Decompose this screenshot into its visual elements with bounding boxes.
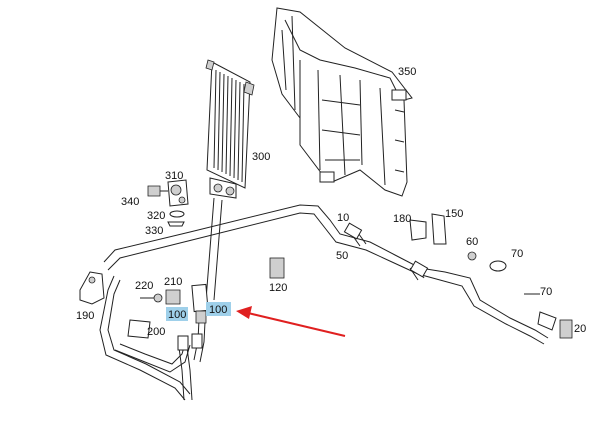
hose-fittings <box>177 222 429 351</box>
part-label-100-left: 100 <box>168 309 186 321</box>
clips-brackets <box>79 213 573 339</box>
part-label-310: 310 <box>165 170 183 182</box>
part-labels: 350 300 310 340 320 330 10 180 150 50 60… <box>76 66 586 338</box>
part-label-190: 190 <box>76 310 94 322</box>
part-label-120: 120 <box>269 282 287 294</box>
part-label-350: 350 <box>398 66 416 78</box>
part-label-70-upper: 70 <box>511 248 523 260</box>
part-label-50: 50 <box>336 250 348 262</box>
oil-cooler <box>205 59 255 301</box>
part-label-210: 210 <box>164 276 182 288</box>
part-label-340: 340 <box>121 196 139 208</box>
part-label-150: 150 <box>445 208 463 220</box>
part-label-180: 180 <box>393 213 411 225</box>
part-label-20: 20 <box>574 323 586 335</box>
part-label-70-lower: 70 <box>540 286 552 298</box>
part-label-330: 330 <box>145 225 163 237</box>
radiator-frame <box>271 7 413 197</box>
thermostat-group <box>147 179 189 227</box>
part-label-100-right: 100 <box>209 304 227 316</box>
part-label-220: 220 <box>135 280 153 292</box>
highlight-box-100-left <box>166 307 188 321</box>
pointer-arrow <box>236 306 346 337</box>
part-label-10: 10 <box>337 212 349 224</box>
part-label-300: 300 <box>252 151 270 163</box>
part-label-200: 200 <box>147 326 165 338</box>
highlight-box-100-right <box>206 302 231 316</box>
part-label-60: 60 <box>466 236 478 248</box>
part-label-320: 320 <box>147 210 165 222</box>
